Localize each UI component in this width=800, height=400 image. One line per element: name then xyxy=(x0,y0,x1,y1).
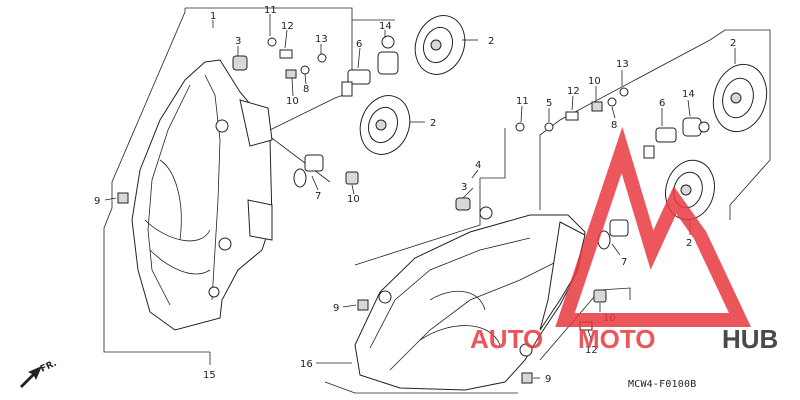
left-bulb-cover-2a xyxy=(414,15,466,75)
left-screw-12 xyxy=(279,49,293,59)
callout-left-14: 14 xyxy=(379,21,392,32)
callout-right-2b: 2 xyxy=(686,238,692,249)
callout-left-3: 3 xyxy=(235,36,241,47)
callout-left-9: 9 xyxy=(94,196,100,207)
right-clip-9a xyxy=(357,299,369,311)
callout-left-6: 6 xyxy=(356,39,362,50)
callout-right-4: 4 xyxy=(475,160,481,171)
callout-right-8: 8 xyxy=(611,120,617,131)
callout-left-10a: 10 xyxy=(286,96,299,107)
right-grommet-3 xyxy=(455,197,471,211)
callout-left-8: 8 xyxy=(303,84,309,95)
callout-right-10a: 10 xyxy=(588,76,601,87)
callout-right-3: 3 xyxy=(461,182,467,193)
callout-right-6: 6 xyxy=(659,98,665,109)
callout-left-2a: 2 xyxy=(488,36,494,47)
callout-left-10b: 10 xyxy=(347,194,360,205)
front-arrow-icon: FR. xyxy=(20,359,58,388)
reference-code: MCW4-F0100B xyxy=(628,379,697,390)
callout-left-7: 7 xyxy=(315,191,321,202)
callout-right-11: 11 xyxy=(516,96,529,107)
right-bulb-holder-6 xyxy=(643,127,677,159)
left-washer-8 xyxy=(300,65,310,75)
callout-left-1: 1 xyxy=(210,11,216,22)
left-screw-11 xyxy=(267,37,277,47)
right-grommet-10b xyxy=(593,289,607,303)
front-arrow-label: FR. xyxy=(39,359,58,375)
left-parts xyxy=(104,14,478,204)
callout-right-9b: 9 xyxy=(545,374,551,385)
left-headlight-housing xyxy=(131,59,273,331)
callout-left-2b: 2 xyxy=(430,118,436,129)
callout-right-14: 14 xyxy=(682,89,695,100)
callout-right-7: 7 xyxy=(621,257,627,268)
callout-right-12b: 12 xyxy=(585,345,598,356)
left-nut-13 xyxy=(317,53,327,63)
callout-right-12a: 12 xyxy=(567,86,580,97)
left-bulb-7 xyxy=(293,154,324,188)
callout-left-12: 12 xyxy=(281,21,294,32)
right-grommet-10a xyxy=(591,101,603,112)
callout-left-13: 13 xyxy=(315,34,328,45)
left-grommet-10b xyxy=(345,171,359,185)
left-bulb-14 xyxy=(377,35,399,75)
right-screw-5 xyxy=(544,122,554,132)
callout-right-2a: 2 xyxy=(730,38,736,49)
watermark-triangle xyxy=(555,126,752,327)
callout-right-13: 13 xyxy=(616,59,629,70)
right-headlight-housing xyxy=(354,206,586,391)
right-nut-13 xyxy=(619,87,629,97)
right-screw-11 xyxy=(515,122,525,132)
watermark-logo: AUTO MOTO HUB xyxy=(470,126,778,354)
right-cover-2a xyxy=(712,63,768,133)
watermark-moto: MOTO xyxy=(578,324,656,354)
right-screw-12a xyxy=(565,111,579,121)
left-bulb-holder-6 xyxy=(341,69,371,97)
right-bulb-14 xyxy=(682,117,710,137)
right-clip-9b xyxy=(521,372,533,384)
callout-right-5: 5 xyxy=(546,98,552,109)
callout-right-9a: 9 xyxy=(333,303,339,314)
left-clip-9 xyxy=(117,192,129,204)
right-washer-8 xyxy=(607,97,617,107)
watermark-auto: AUTO xyxy=(470,324,543,354)
callout-right-16: 16 xyxy=(300,359,313,370)
left-grommet-3 xyxy=(232,55,248,71)
left-grommet-10a xyxy=(285,69,297,79)
callout-left-11: 11 xyxy=(264,5,277,16)
watermark-hub: HUB xyxy=(722,324,778,354)
callout-left-15: 15 xyxy=(203,370,216,381)
left-bulb-cover-2b xyxy=(359,95,411,155)
